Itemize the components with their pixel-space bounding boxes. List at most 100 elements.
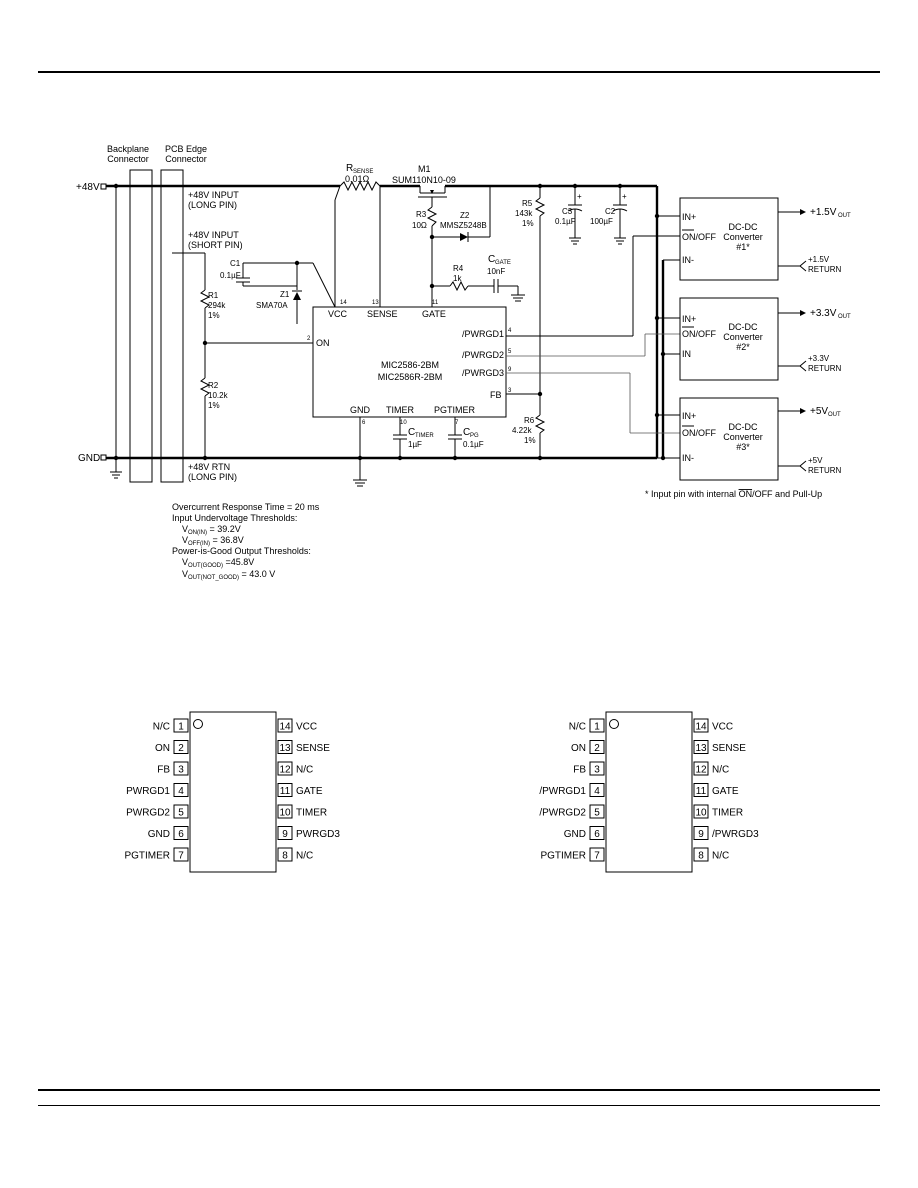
r5-label: R5 (522, 199, 533, 208)
footer-rule-bottom (38, 1105, 880, 1106)
pin-box-right (693, 804, 709, 819)
pin-name: N/C (569, 722, 586, 733)
pin-pwrgd3: /PWRGD3 (462, 368, 504, 378)
pin-number: 5 (178, 808, 184, 819)
c3-name3: #3* (736, 442, 750, 452)
c2-onoff: ON/OFF (682, 329, 716, 339)
pin-box-left (589, 847, 605, 862)
c2-out-sub: OUT (838, 314, 851, 320)
pcb-edge-connector (160, 169, 184, 483)
pin-timer-num: 10 (400, 420, 407, 426)
r3-label: R3 (416, 210, 427, 219)
c2-name1: DC-DC (729, 322, 758, 332)
cgate-label: C (488, 254, 495, 265)
pin-sense: SENSE (367, 309, 398, 319)
pin-number: 4 (178, 786, 184, 797)
c3-ret2: RETURN (808, 466, 842, 475)
pin-number: 9 (282, 829, 288, 840)
pin-pgtimer: PGTIMER (434, 405, 476, 415)
c3-out-sub: OUT (828, 412, 841, 418)
pin-name: GATE (712, 786, 739, 797)
cpg-sub: PG (470, 433, 479, 439)
svg-text:+: + (577, 192, 582, 201)
c3-label: C3 (562, 207, 573, 216)
c1-name2: Converter (723, 232, 763, 242)
svg-text:VOUT(GOOD) =45.8V: VOUT(GOOD) =45.8V (182, 557, 254, 569)
svg-text:VON(IN) = 39.2V: VON(IN) = 39.2V (182, 524, 241, 536)
r3-value: 10Ω (412, 221, 427, 230)
converter-2: IN+ ON/OFF IN DC-DC Converter #2* +3.3V … (679, 297, 851, 381)
pin-box-left (173, 718, 189, 733)
c3-value: 0.1µF (555, 217, 576, 226)
input-long-label-1: +48V INPUT (188, 190, 239, 200)
input-long-label-2: (LONG PIN) (188, 200, 237, 210)
cpg-value: 0.1µF (463, 440, 484, 449)
r2-value: 10.2k (208, 391, 229, 400)
pin-number: 11 (696, 786, 707, 797)
c2-in-minus: IN (682, 349, 691, 359)
pin-name: TIMER (296, 808, 327, 819)
pin-number: 6 (594, 829, 600, 840)
header-rule (38, 71, 880, 73)
pin-number: 6 (178, 829, 184, 840)
pin-name: N/C (153, 722, 170, 733)
pin-name: /PWRGD2 (539, 808, 586, 819)
c1-out-sub: OUT (838, 213, 851, 219)
pin-number: 10 (695, 808, 707, 819)
pin-number: 2 (594, 743, 600, 754)
c1-onoff: ON/OFF (682, 232, 716, 242)
pin-pwrgd1: /PWRGD1 (462, 329, 504, 339)
pin-name: FB (157, 765, 170, 776)
m1-value: SUM110N10-09 (392, 175, 456, 185)
pin-number: 10 (279, 808, 291, 819)
pin-number: 7 (178, 851, 184, 862)
c1-name1: DC-DC (729, 222, 758, 232)
pin-box-left (589, 740, 605, 754)
pin-on: ON (316, 338, 330, 348)
c3-onoff: ON/OFF (682, 428, 716, 438)
pin-name: PGTIMER (540, 851, 586, 862)
pin-box-right (693, 847, 709, 862)
pin-box-right (277, 783, 293, 797)
c2-ret2: RETURN (808, 364, 842, 373)
pin-name: SENSE (296, 743, 330, 754)
cpg-label: C (463, 427, 470, 438)
connector-headings: Backplane Connector PCB Edge Connector (107, 144, 207, 164)
c1-label: C1 (230, 259, 241, 268)
c1-ret2: RETURN (808, 265, 842, 274)
z2-value: MMSZ5248B (440, 221, 487, 230)
c2-name2: Converter (723, 332, 763, 342)
r5-tol: 1% (522, 219, 534, 228)
pcb-label-2: Connector (165, 154, 207, 164)
note-line1: Overcurrent Response Time = 20 ms (172, 502, 320, 512)
pin-name: SENSE (712, 743, 746, 754)
pin-name: GATE (296, 786, 323, 797)
c1-value: 0.1µF (220, 271, 241, 280)
pin-name: ON (571, 743, 586, 754)
rsense-label: R (346, 163, 353, 174)
pin-box-left (173, 783, 189, 797)
c1-name3: #1* (736, 242, 750, 252)
pin-number: 12 (695, 765, 707, 776)
pin-box-right (693, 718, 709, 733)
pin-pwrgd2: /PWRGD2 (462, 350, 504, 360)
pin-name: PWRGD2 (126, 808, 170, 819)
pin-gate-num: 11 (432, 300, 439, 306)
pin-box-right (277, 804, 293, 819)
pin-box-right (277, 718, 293, 733)
backplane-label-1: Backplane (107, 144, 149, 154)
pin-number: 7 (594, 851, 600, 862)
pin-number: 14 (695, 722, 707, 733)
pin-gate: GATE (422, 309, 446, 319)
c3-ret1: +5V (808, 456, 823, 465)
pin-box-left (173, 761, 189, 776)
pin-name: N/C (712, 851, 729, 862)
application-schematic: Backplane Connector PCB Edge Connector +… (76, 144, 851, 581)
pcb-label-1: PCB Edge (165, 144, 207, 154)
pin-on-num: 2 (307, 336, 311, 342)
pin-number: 4 (594, 786, 600, 797)
pin-number: 1 (178, 722, 184, 733)
footnote: * Input pin with internal ON/OFF and Pul… (645, 489, 822, 499)
pin-fb: FB (490, 390, 502, 400)
